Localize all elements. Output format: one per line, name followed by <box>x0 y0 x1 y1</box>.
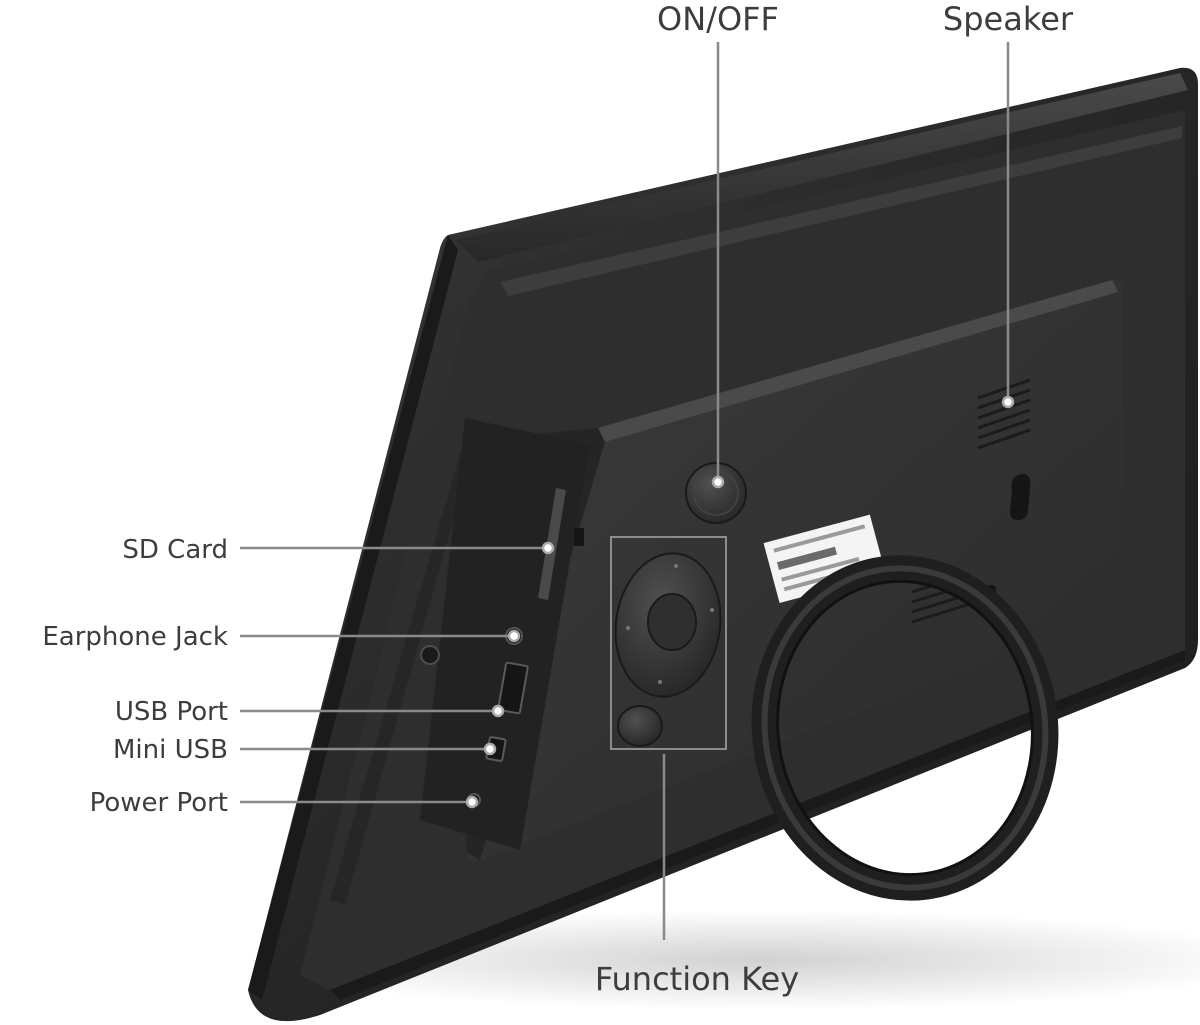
port-block-body <box>420 418 590 850</box>
leader-earphone-dot <box>507 629 521 643</box>
dpad-dot-up <box>674 564 678 568</box>
leader-speaker-dot <box>1001 395 1015 409</box>
label-mini-usb: Mini USB <box>113 735 228 765</box>
side-button <box>574 528 584 546</box>
label-on-off: ON/OFF <box>657 0 779 38</box>
function-keypad <box>610 536 727 750</box>
stand-ring <box>751 555 1059 901</box>
frame-left-inner-line <box>330 420 480 905</box>
dpad-center-button <box>647 593 697 651</box>
on-off-button <box>685 462 747 524</box>
label-speaker: Speaker <box>943 0 1074 38</box>
dpad-dot-right <box>710 608 714 612</box>
frame-left-edge <box>248 235 458 1000</box>
leader-on-off-dot <box>711 475 725 489</box>
frame-top-bevel <box>455 73 1188 262</box>
menu-button <box>617 705 663 747</box>
screw-hole <box>420 645 440 665</box>
label-usb-port: USB Port <box>115 697 228 727</box>
wall-mount-hole <box>1010 473 1031 520</box>
frame-bottom-lip <box>330 650 1185 1000</box>
leader-power-dot <box>465 795 479 809</box>
label-function-key: Function Key <box>595 960 799 998</box>
leader-lines <box>240 42 1015 940</box>
leader-sd-card-dot <box>541 541 555 555</box>
leader-mini-usb-dot <box>483 742 497 756</box>
dpad-dot-left <box>626 626 630 630</box>
label-earphone-jack: Earphone Jack <box>42 622 228 652</box>
label-sd-card: SD Card <box>122 535 228 565</box>
leader-usb-dot <box>491 704 505 718</box>
back-panel-top-edge <box>598 280 1118 442</box>
dpad-dot-down <box>658 680 662 684</box>
callout-labels: ON/OFF Speaker SD Card Earphone Jack USB… <box>42 0 1074 998</box>
frame-inner-ledge <box>500 126 1182 296</box>
on-off-button-ring <box>693 470 739 516</box>
usb-port-slot <box>497 661 529 715</box>
function-key-highlight-box <box>610 536 727 750</box>
label-power-port: Power Port <box>90 788 228 818</box>
